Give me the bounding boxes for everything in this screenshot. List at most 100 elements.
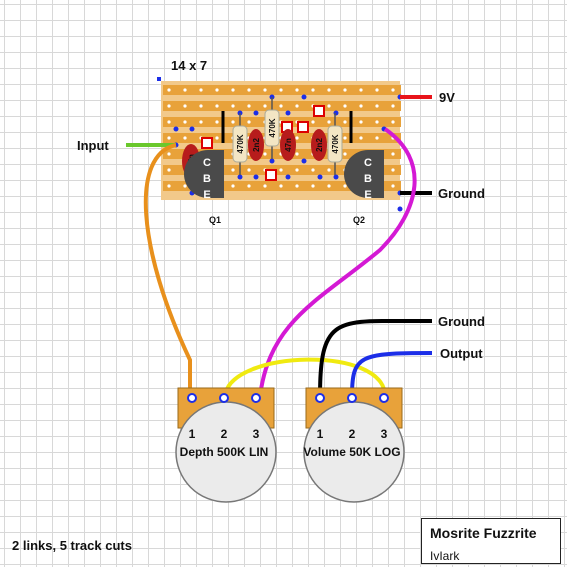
pin-label: C <box>203 157 211 169</box>
board-hole <box>295 184 299 188</box>
board-hole <box>311 88 315 92</box>
transistor-q2: C B E <box>344 150 384 201</box>
board-hole <box>215 88 219 92</box>
pot-lug <box>219 393 229 403</box>
resistor: 470K <box>327 113 343 175</box>
lug-number: 3 <box>381 427 388 441</box>
board-hole <box>215 120 219 124</box>
board-hole <box>279 104 283 108</box>
board-hole <box>375 120 379 124</box>
board-hole <box>311 120 315 124</box>
board-hole <box>231 104 235 108</box>
board-hole <box>167 168 171 172</box>
board-hole <box>231 168 235 172</box>
board-hole <box>327 104 331 108</box>
board-hole <box>391 88 395 92</box>
lug-number: 1 <box>189 427 196 441</box>
ground-label-pots: Ground <box>438 314 485 329</box>
component-value: 470K <box>331 134 340 153</box>
solder-point <box>301 94 307 100</box>
board-hole <box>167 136 171 140</box>
solder-point <box>397 206 403 212</box>
solder-point <box>253 110 259 116</box>
capacitor: 47n <box>280 129 296 161</box>
build-notes: 2 links, 5 track cuts <box>12 538 132 553</box>
lug-number: 2 <box>221 427 228 441</box>
board-hole <box>391 120 395 124</box>
board-hole <box>279 88 283 92</box>
board-hole <box>247 184 251 188</box>
board-hole <box>199 120 203 124</box>
board-hole <box>215 136 219 140</box>
track-cut <box>265 169 277 181</box>
board-hole <box>295 168 299 172</box>
pot-lug <box>347 393 357 403</box>
board-hole <box>231 120 235 124</box>
pot-depth: 1 2 3 Depth 500K LIN <box>175 387 277 503</box>
project-title: Mosrite Fuzzrite <box>430 525 537 541</box>
board-hole <box>327 88 331 92</box>
board-hole <box>183 88 187 92</box>
board-hole <box>327 184 331 188</box>
solder-point <box>173 126 179 132</box>
component-value: 470K <box>236 134 245 153</box>
pin-label: C <box>364 157 372 169</box>
board-hole <box>279 184 283 188</box>
board-hole <box>231 184 235 188</box>
pot-lug <box>187 393 197 403</box>
board-hole <box>167 120 171 124</box>
solder-point <box>301 158 307 164</box>
board-hole <box>391 104 395 108</box>
board-hole <box>199 104 203 108</box>
solder-point <box>317 174 323 180</box>
wire-depth-to-volume <box>223 357 387 397</box>
pot-label: Volume 50K LOG <box>303 445 400 459</box>
board-hole <box>343 104 347 108</box>
wire-ground-pot <box>318 318 433 397</box>
resistor: 470K <box>232 113 248 175</box>
board-hole <box>231 88 235 92</box>
q1-label: Q1 <box>209 215 221 225</box>
ground-label-board: Ground <box>438 186 485 201</box>
pin-label: B <box>203 173 211 185</box>
wire-q2-to-depth <box>258 127 417 397</box>
board-hole <box>343 152 347 156</box>
lug-number: 2 <box>349 427 356 441</box>
track-cuts <box>201 105 325 181</box>
pot-lug <box>251 393 261 403</box>
solder-point <box>253 174 259 180</box>
lug-number: 1 <box>317 427 324 441</box>
board-hole <box>183 136 187 140</box>
board-hole <box>391 152 395 156</box>
board-hole <box>263 184 267 188</box>
component-value: 470K <box>268 118 277 137</box>
pot-lug <box>379 393 389 403</box>
author-name: IvIark <box>430 549 460 563</box>
wire-output <box>350 351 433 397</box>
title-block: Mosrite Fuzzrite IvIark <box>421 518 561 564</box>
component-value: 47n <box>284 138 293 152</box>
board-hole <box>183 184 187 188</box>
pin-label: B <box>364 173 372 185</box>
off-board-wires <box>126 95 433 397</box>
board-hole <box>359 136 363 140</box>
board-hole <box>375 88 379 92</box>
board-hole <box>391 168 395 172</box>
board-hole <box>359 120 363 124</box>
pin-label: E <box>203 189 210 201</box>
pot-lug <box>315 393 325 403</box>
board-hole <box>247 88 251 92</box>
board-hole <box>167 88 171 92</box>
track-cut <box>297 121 309 133</box>
board-hole <box>167 104 171 108</box>
board-hole <box>167 184 171 188</box>
track-cut <box>313 105 325 117</box>
board-hole <box>311 168 315 172</box>
board-hole <box>295 152 299 156</box>
board-hole <box>359 104 363 108</box>
board-hole <box>263 88 267 92</box>
board-hole <box>263 104 267 108</box>
solder-point <box>269 158 275 164</box>
board-hole <box>391 184 395 188</box>
